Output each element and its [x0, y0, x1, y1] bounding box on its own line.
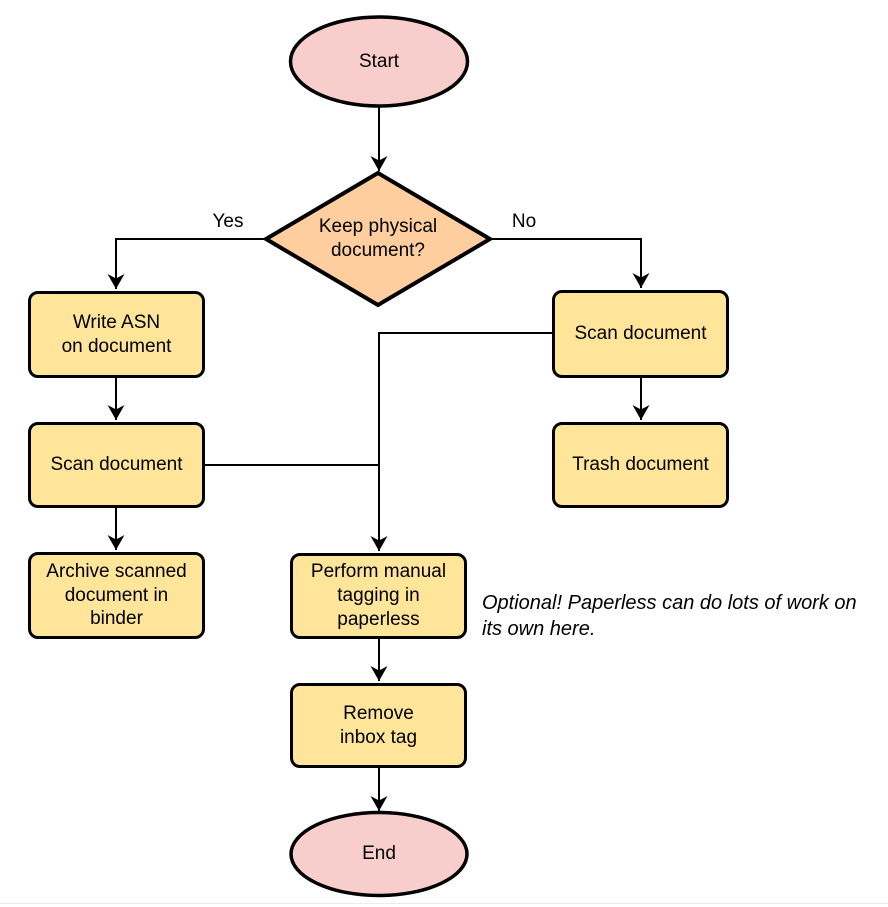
node-scan-document-left: Scan document: [28, 422, 205, 508]
optional-note: Optional! Paperless can do lots of work …: [482, 592, 857, 640]
yes-branch-label: Yes: [212, 211, 244, 232]
end-label: End: [362, 843, 396, 865]
node-archive-scanned-document: Archive scanned document in binder: [28, 552, 205, 639]
start-label: Start: [358, 51, 400, 73]
start-terminator-shape: [288, 15, 470, 108]
edge-decision-yes-to-write-asn: [107, 238, 265, 289]
node-write-asn-on-document: Write ASN on document: [28, 291, 205, 378]
no-branch-label: No: [511, 211, 537, 232]
node-remove-inbox-tag: Remove inbox tag: [290, 683, 467, 768]
node-scan-document-right: Scan document: [552, 290, 729, 378]
node-perform-manual-tagging: Perform manual tagging in paperless: [290, 553, 467, 639]
node-trash-document: Trash document: [552, 422, 729, 508]
decision-diamond-shape: [262, 170, 494, 308]
decision-label: Keep physical document?: [318, 216, 438, 261]
edge-decision-no-to-scan-right: [491, 238, 650, 288]
end-terminator-shape: [289, 810, 469, 898]
edge-scan-right-to-tagging: [370, 332, 552, 551]
page-bottom-edge: [0, 903, 888, 904]
